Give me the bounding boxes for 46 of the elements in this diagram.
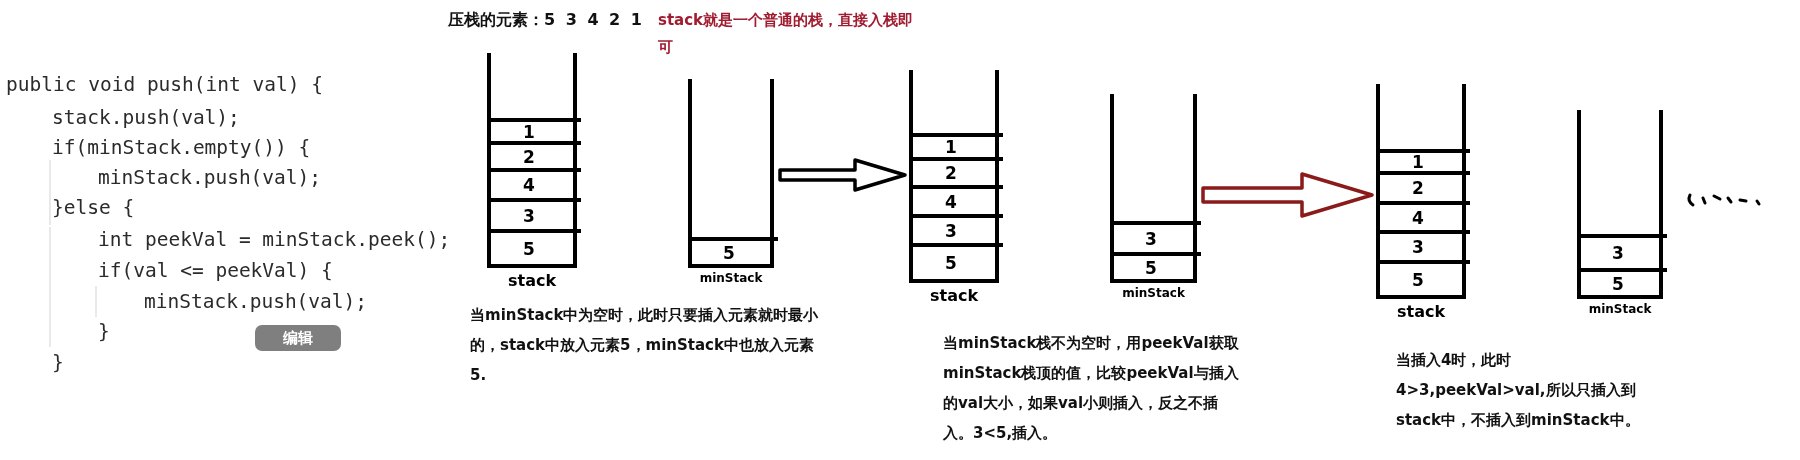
cell-number: 3 [1612, 243, 1624, 263]
cell-number: 4 [523, 175, 535, 195]
hollow-arrow [778, 158, 907, 192]
cell-number: 5 [1412, 269, 1424, 290]
description-text: 当插入4时，此时4>3,peekVal>val,所以只插入到stack中，不插入到minStack中。 [1396, 350, 1641, 431]
cell-number: 1 [1412, 152, 1424, 172]
cell-number: 3 [945, 220, 957, 241]
code-line: minStack.push(val); [144, 291, 368, 313]
code-line: stack.push(val); [52, 107, 240, 129]
code-line: } [52, 352, 64, 374]
cell-number: 1 [945, 137, 957, 157]
code-line: public void push(int val) { [6, 74, 323, 96]
cell-number: 3 [1145, 228, 1157, 249]
cell-number: 5 [945, 253, 957, 273]
cell-number: 3 [523, 205, 535, 226]
description-text: 当minStack中为空时，此时只要插入元素就时最小的，stack中放入元素5，minStack中也放入元素5. [470, 305, 820, 386]
cell-number: 4 [945, 191, 957, 212]
cell-number: 2 [945, 163, 957, 183]
code-line: }else { [52, 197, 135, 219]
code-line: } [98, 321, 110, 343]
stack-cell [491, 118, 581, 141]
edit-badge: 编辑 [255, 325, 341, 351]
cell-number: 2 [1412, 178, 1424, 198]
stack-label: minStack [1587, 302, 1653, 316]
stack-label: minStack [698, 271, 764, 285]
cell-number: 1 [523, 121, 535, 142]
code-line: if(minStack.empty()) { [52, 137, 311, 159]
cell-number: 2 [523, 146, 535, 167]
code-line: int peekVal = minStack.peek(); [98, 229, 451, 251]
code-line: minStack.push(val); [98, 167, 322, 189]
description-text: 当minStack栈不为空时，用peekVal获取minStack栈顶的值，比较peekVal与插入的val大小，如果val小则插入，反之不插入。3<5,插入。 [943, 333, 1240, 444]
note-text: stack就是一个普通的栈，直接入栈即可 [658, 10, 915, 58]
stack-cell [1380, 149, 1470, 171]
cell-number: 5 [523, 238, 535, 259]
stack-label: stack [928, 286, 980, 305]
stack-label: stack [506, 271, 558, 290]
code-line: if(val <= peekVal) { [98, 260, 333, 282]
hollow-arrow [1201, 172, 1374, 218]
stack-label: stack [1395, 302, 1447, 321]
cell-number: 5 [723, 242, 735, 263]
cell-number: 3 [1412, 237, 1424, 257]
stack-label: minStack [1121, 286, 1186, 300]
heading: 压栈的元素：5 3 4 2 1 [448, 10, 642, 31]
cell-number: 5 [1145, 257, 1157, 278]
cell-number: 4 [1412, 207, 1424, 228]
cell-number: 5 [1612, 273, 1624, 294]
